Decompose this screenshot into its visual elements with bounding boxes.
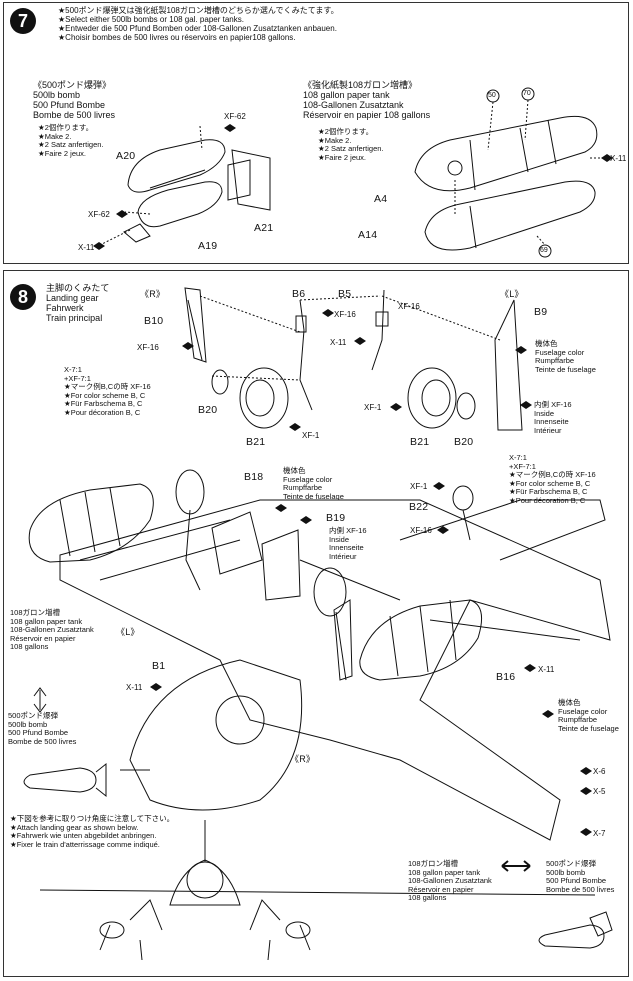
paint-x6: X-6 — [593, 767, 606, 776]
side-r-top: 《R》 — [140, 289, 166, 299]
attach-note: ★下図を参考に取りつけ角度に注意して下さい。★Attach landing ge… — [10, 814, 175, 849]
step7-drawing — [93, 87, 613, 258]
mix-note-right: X-7:1+XF-7:1 ★マーク例B,Cの時 XF-16★For color … — [509, 453, 596, 505]
side-l-top: 《L》 — [500, 289, 524, 299]
paint-x5: X-5 — [593, 787, 606, 796]
part-b22: B22 — [409, 501, 429, 513]
step7-panel — [3, 2, 629, 264]
part-a19: A19 — [198, 240, 218, 252]
tank-make-note: ★2個作ります。★Make 2. ★2 Satz anfertigen.★Fai… — [318, 127, 384, 162]
step8-number: 8 — [10, 284, 36, 310]
paint-x11-b: X-11 — [126, 683, 143, 692]
paint-xf16-b: XF-16 — [137, 343, 159, 352]
paint-x7: X-7 — [593, 829, 606, 838]
step7-number: 7 — [10, 8, 36, 34]
callout-50: 50 — [488, 92, 496, 99]
part-b20-a: B20 — [198, 404, 218, 416]
paint-xf16-d: XF-16 — [410, 526, 432, 535]
paint-xf16-a: XF-16 — [334, 310, 356, 319]
part-b21-b: B21 — [410, 436, 430, 448]
paint-x11-c: X-11 — [538, 665, 555, 674]
paint-xf62-a: XF-62 — [224, 112, 246, 121]
tank-title: 《強化紙製108ガロン増槽》108 gallon paper tank 108-… — [303, 80, 431, 120]
paint-x11-a: X-11 — [78, 243, 95, 252]
paint-x11-a: X-11 — [330, 338, 347, 347]
part-b6: B6 — [292, 288, 306, 300]
paint-xf1-b: XF-1 — [364, 403, 382, 412]
part-b21-a: B21 — [246, 436, 266, 448]
part-a14: A14 — [358, 229, 378, 241]
part-b18: B18 — [244, 471, 264, 483]
part-b20-b: B20 — [454, 436, 474, 448]
part-a20: A20 — [116, 150, 136, 162]
part-a4: A4 — [374, 193, 388, 205]
side-r-mid: 《R》 — [290, 754, 316, 764]
callout-70: 70 — [523, 90, 531, 97]
part-b5: B5 — [338, 288, 352, 300]
bomb-make-note: ★2個作ります。★Make 2. ★2 Satz anfertigen.★Fai… — [38, 123, 104, 158]
step8-panel — [3, 270, 629, 977]
part-b10: B10 — [144, 315, 164, 327]
mix-note-left: X-7:1+XF-7:1 ★マーク例B,Cの時 XF-16★For color … — [64, 365, 151, 417]
paint-xf1-c: XF-1 — [410, 482, 428, 491]
part-a21: A21 — [254, 222, 274, 234]
side-l-mid: 《L》 — [116, 627, 140, 637]
part-b1: B1 — [152, 660, 166, 672]
step7-intro: ★500ポンド爆弾又は強化紙製108ガロン増槽のどちらか選んでくみたてます。★S… — [58, 6, 339, 42]
paint-xf1-a: XF-1 — [302, 431, 320, 440]
part-b16: B16 — [496, 671, 516, 683]
paint-xf16-c: XF-16 — [398, 302, 420, 311]
part-b9: B9 — [534, 306, 548, 318]
paint-x11-b: X-11 — [610, 154, 627, 163]
part-b19: B19 — [326, 512, 346, 524]
paint-xf62-b: XF-62 — [88, 210, 110, 219]
callout-69: 69 — [540, 247, 548, 254]
